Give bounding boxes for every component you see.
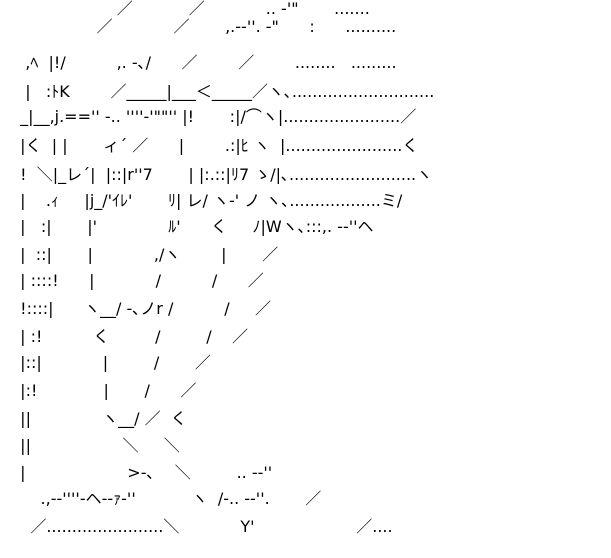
art-line: !::::| ヽ__/ ‐､ノr / / ／ — [10, 299, 272, 318]
art-line: ／.......................＼ Y' ／.... — [10, 517, 393, 536]
art-line: |::| | / ／ — [10, 353, 211, 372]
art-line: | :| |' ﾙ' く ﾉ|Wヽ､:::,. --''ヘ — [10, 217, 374, 236]
art-line: ! ＼|_レ´| |::|r''7 | |:.::|ﾘ7 ゝ/|､.......… — [10, 165, 433, 184]
art-line: | >-､ ＼ .. --'' — [10, 463, 273, 482]
art-line: | ::::! | / / ／ — [10, 271, 264, 290]
art-line: .,--''''-ヘ‐-ｧ-'' ヽ /-.. --''. ／ — [10, 489, 322, 508]
art-line: ,ﾍ |!/ ,. -､/ ／ ／ ........ ......... — [10, 53, 397, 72]
art-line: |:! | / ／ — [10, 381, 197, 400]
art-line: | :! く / / ／ — [10, 327, 248, 346]
art-line: ／ ／ ,.--''. -" : .......... — [10, 17, 397, 36]
art-line: |く | | ィ´ ／ | .:|ﾋ ヽ |..................… — [10, 136, 419, 155]
art-line: | :ﾄK ／_____|___＜_____／ヽ､...............… — [10, 82, 435, 101]
art-line: | .ｨ |j_/'ｲﾚ' ﾘ| レ/ ヽ-' ノ ヽ､............… — [10, 191, 403, 210]
art-line: _|__,j.=='' -.. ''''-'""'' |! :|/⌒ヽ|....… — [10, 107, 417, 126]
art-line: || ヽ__/ ／ く — [10, 409, 187, 428]
art-line: | ::| | ,/ヽ | ／ — [10, 245, 279, 264]
art-line: || ＼ ＼ — [10, 436, 180, 455]
art-line: ／ ／ .. -'" ....... — [10, 0, 370, 18]
